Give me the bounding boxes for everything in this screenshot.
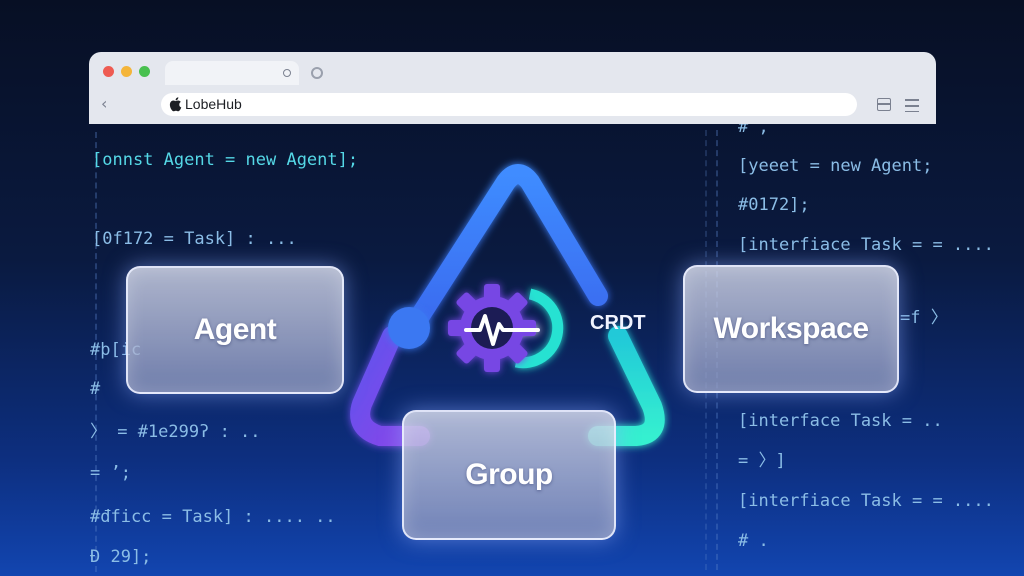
code-line: 〉 = #1e299ʔ : .. [90,422,261,442]
code-line: [0f172 = Task] : ... [92,229,297,249]
apple-icon [169,97,182,112]
crdt-edge-label: CRDT [590,312,646,334]
browser-window: ‹ LobeHub [89,52,936,124]
code-line: #0172]; [738,195,810,215]
code-line: =f 〉 [900,308,948,328]
code-line: [yeeet = new Agent; [738,156,933,176]
code-line: = 〉] [738,451,786,471]
agent-card-label: Agent [193,313,277,346]
code-line: [interfiace Task = = .... [738,235,994,255]
maximize-window-button[interactable] [139,66,150,77]
group-card-label: Group [465,458,553,491]
gear-heartbeat-icon [448,284,540,372]
code-line: Đ 29]; [90,547,152,567]
code-line: #đficc = Task] : .... .. [90,507,336,527]
workspace-card-label: Workspace [713,312,869,345]
code-line: # . [738,531,769,551]
edge-left [350,326,430,446]
agent-node-dot [388,307,430,349]
address-bar[interactable]: LobeHub [161,93,857,116]
code-line: # , [738,117,769,137]
address-text: LobeHub [185,96,242,112]
agent-card[interactable]: Agent [126,266,344,394]
new-tab-icon[interactable] [311,67,323,79]
edge-top [410,164,608,326]
code-line: [onnst Agent = new Agent]; [92,150,359,170]
menu-icon[interactable] [905,99,919,113]
guide-line-left [95,132,97,572]
sync-ring-icon [514,288,564,369]
minimize-window-button[interactable] [121,66,132,77]
code-line: # [90,379,101,399]
tab-overview-icon[interactable] [877,98,891,111]
edge-right [588,326,665,446]
close-window-button[interactable] [103,66,114,77]
tab-close-icon[interactable] [283,69,291,77]
code-line: [interfiace Task = = .... [738,491,994,511]
code-line: [interface Task = .. [738,411,943,431]
code-line: = ’; [90,463,131,483]
workspace-card[interactable]: Workspace [683,265,899,393]
back-arrow-icon[interactable]: ‹ [101,94,108,113]
browser-tab[interactable] [165,61,299,85]
group-card[interactable]: Group [402,410,616,540]
